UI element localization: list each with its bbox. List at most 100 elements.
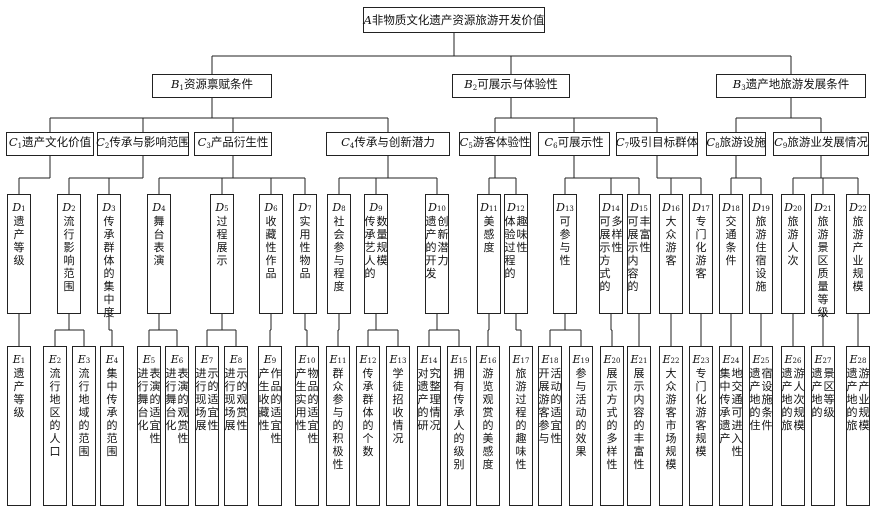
node-char: 传 <box>453 393 465 406</box>
node-char: 生 <box>258 380 270 393</box>
node-char: 流 <box>63 215 75 228</box>
node-char: 人 <box>364 254 376 267</box>
node-char: 方 <box>599 254 611 267</box>
node-letter: C <box>774 134 783 149</box>
node-letter: D <box>722 201 731 214</box>
node-label-column: 可展示方式的 <box>599 215 611 293</box>
node-char: 个 <box>362 432 374 445</box>
node-subscript: 5 <box>468 141 473 150</box>
node-subscript: 5 <box>224 205 229 213</box>
node-char: 的 <box>515 419 527 432</box>
node-char: 的 <box>606 419 618 432</box>
node-char: 行 <box>63 228 75 241</box>
node-char: 传 <box>103 215 115 228</box>
node-char: 程 <box>515 406 527 419</box>
factor-node-c2: C2传承与影响范围 <box>96 132 190 156</box>
node-subscript: 25 <box>760 357 770 365</box>
node-char: 门 <box>695 380 707 393</box>
node-char: 适 <box>149 406 161 419</box>
node-label-column: 旅游产业规模 <box>852 215 864 293</box>
node-char: 与 <box>332 406 344 419</box>
factor-node-c9: C9旅游业发展情况 <box>773 132 869 156</box>
node-char: 活 <box>550 367 562 380</box>
node-label-column: 舞台表演 <box>153 215 165 267</box>
node-letter: E <box>450 353 459 366</box>
node-label-column: 交通条件 <box>725 215 737 267</box>
node-label-column: 可展示内容的 <box>627 215 639 293</box>
node-label: 资源禀赋条件 <box>183 76 253 91</box>
node-char: 性 <box>633 458 645 471</box>
node-label: 遗产地旅游发展条件 <box>745 76 850 91</box>
node-char: 宜 <box>307 419 319 432</box>
node-label-column: 专门化游客 <box>695 215 707 280</box>
node-char: 展 <box>633 367 645 380</box>
node-letter: E <box>263 353 272 366</box>
node-label-column: 宿设施条件 <box>761 367 773 432</box>
node-char: 展 <box>627 228 639 241</box>
node-char: 游 <box>852 228 864 241</box>
node-char: 宜 <box>149 419 161 432</box>
node-char: 容 <box>627 267 639 280</box>
node-subscript: 12 <box>515 205 525 213</box>
node-char: 参 <box>538 419 550 432</box>
node-char: 性 <box>258 419 270 432</box>
node-char: 与 <box>538 432 550 445</box>
node-char: 丰 <box>639 215 651 228</box>
node-char: 进 <box>165 367 177 380</box>
node-subscript: 3 <box>741 83 746 92</box>
node-char: 度 <box>483 241 495 254</box>
node-char: 地 <box>781 393 793 406</box>
node-char: 等 <box>823 393 835 406</box>
node-char: 演 <box>149 380 161 393</box>
node-label: 非物质文化遗产资源旅游开发价值 <box>371 12 545 27</box>
node-letter: E <box>48 353 57 366</box>
node-char: 新 <box>437 228 449 241</box>
node-char: 收 <box>265 215 277 228</box>
node-letter: D <box>849 201 858 214</box>
node-label-column: 多样性 <box>611 215 623 293</box>
node-label-column: 大众游客市场规模 <box>665 367 677 471</box>
node-label-column: 流行影响范围 <box>63 215 75 293</box>
node-label-column: 遗产的开发 <box>425 215 437 280</box>
node-label-column: 表演的适宜性 <box>149 367 161 445</box>
node-char: 性 <box>515 458 527 471</box>
node-letter: E <box>105 353 114 366</box>
node-label-column: 旅游过程的趣味性 <box>515 367 527 471</box>
node-subscript: 16 <box>670 205 680 213</box>
node-char: 专 <box>695 215 707 228</box>
node-char: 程 <box>333 267 345 280</box>
node-char: 模 <box>858 419 870 432</box>
node-subscript: 16 <box>487 357 497 365</box>
node-char: 实 <box>299 215 311 228</box>
node-label-column: 物品的适宜性 <box>307 367 319 445</box>
node-char: 的 <box>781 406 793 419</box>
node-char: 化 <box>165 419 177 432</box>
node-char: 的 <box>846 406 858 419</box>
node-subscript: 3 <box>85 357 91 365</box>
node-char: 传 <box>719 393 731 406</box>
root-node: A非物质文化遗产资源旅游开发价值 <box>363 7 545 33</box>
node-label-column: 遗产地的住 <box>749 367 761 432</box>
node-char: 的 <box>332 419 344 432</box>
node-char: 流 <box>49 367 61 380</box>
node-char: 承 <box>106 406 118 419</box>
node-char: 通 <box>725 228 737 241</box>
node-label-column: 拥有传承人的级别 <box>453 367 465 471</box>
node-char: 地 <box>78 393 90 406</box>
node-label-column: 创新潜力 <box>437 215 449 280</box>
node-letter: D <box>752 201 761 214</box>
node-letter: D <box>662 201 671 214</box>
node-letter: C <box>615 134 625 149</box>
node-subscript: 2 <box>56 357 62 365</box>
node-char: 游 <box>695 254 707 267</box>
node-char: 级 <box>823 406 835 419</box>
node-char: 的 <box>633 419 645 432</box>
node-char: 展 <box>195 419 207 432</box>
node-char: 量 <box>817 280 829 293</box>
node-letter: D <box>692 201 701 214</box>
node-label-column: 地交通可进入性 <box>731 367 743 458</box>
node-subscript: 6 <box>273 205 278 213</box>
